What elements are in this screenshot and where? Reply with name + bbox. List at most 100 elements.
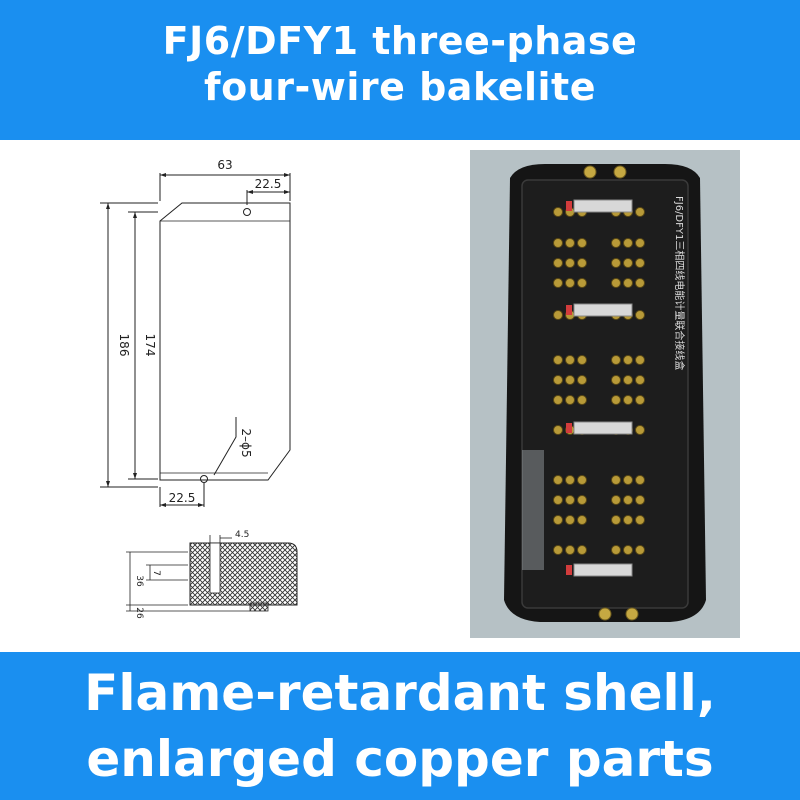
terminal-screw bbox=[553, 207, 563, 217]
terminal-screw bbox=[577, 515, 587, 525]
terminal-screw bbox=[635, 207, 645, 217]
dim-hole-label: 2–ϕ5 bbox=[239, 428, 253, 457]
terminal-screw bbox=[611, 475, 621, 485]
terminal-screw bbox=[565, 258, 575, 268]
terminal-screw bbox=[623, 395, 633, 405]
terminal-screw bbox=[623, 258, 633, 268]
product-photo: FJ6/DFY1三相四线电能计量联合接线盒 bbox=[470, 150, 740, 638]
top-banner bbox=[0, 0, 800, 140]
terminal-screw bbox=[635, 258, 645, 268]
terminal-screw bbox=[553, 310, 563, 320]
link-bar bbox=[573, 563, 633, 577]
link-bar bbox=[573, 199, 633, 213]
terminal-screw bbox=[553, 375, 563, 385]
terminal-screw bbox=[611, 515, 621, 525]
terminal-screw bbox=[577, 375, 587, 385]
page-title: FJ6/DFY1 three-phase four-wire bakelite bbox=[0, 18, 800, 110]
terminal-screw bbox=[635, 515, 645, 525]
terminal-screw bbox=[553, 425, 563, 435]
dim-section-36-label: 36 bbox=[134, 575, 144, 587]
dim-outer-height-label: 186 bbox=[117, 334, 131, 357]
terminal-screw bbox=[623, 355, 633, 365]
terminal-screw bbox=[577, 495, 587, 505]
terminal-screw bbox=[553, 545, 563, 555]
terminal-screw bbox=[635, 238, 645, 248]
terminal-screw bbox=[565, 278, 575, 288]
terminal-screw bbox=[611, 355, 621, 365]
terminal-screw bbox=[553, 278, 563, 288]
feature-caption: Flame-retardant shell, enlarged copper p… bbox=[0, 660, 800, 792]
terminal-screw bbox=[565, 515, 575, 525]
terminal-screw bbox=[553, 355, 563, 365]
terminal-screw bbox=[611, 238, 621, 248]
terminal-screw bbox=[611, 495, 621, 505]
dim-section-7-label: 7 bbox=[151, 570, 161, 576]
terminal-screw bbox=[565, 475, 575, 485]
dim-top-offset-label: 22.5 bbox=[255, 177, 282, 191]
dim-bottom-offset-label: 22.5 bbox=[169, 491, 196, 505]
terminal-screw bbox=[565, 395, 575, 405]
mount-hole-top bbox=[243, 208, 251, 216]
terminal-screw bbox=[565, 375, 575, 385]
terminal-screw bbox=[553, 515, 563, 525]
title-line-2: four-wire bakelite bbox=[204, 65, 596, 109]
terminal-screw bbox=[553, 238, 563, 248]
red-tag bbox=[566, 201, 572, 211]
terminal-screw bbox=[635, 310, 645, 320]
bottom-banner bbox=[0, 652, 800, 800]
caption-line-1: Flame-retardant shell, bbox=[84, 664, 716, 722]
terminal-screw bbox=[623, 515, 633, 525]
terminal-screw bbox=[577, 238, 587, 248]
terminal-screw bbox=[611, 545, 621, 555]
terminal-screw bbox=[553, 495, 563, 505]
dim-inner-height-label: 174 bbox=[143, 334, 157, 357]
terminal-screw bbox=[611, 395, 621, 405]
terminal-screw bbox=[565, 495, 575, 505]
terminal-screw bbox=[623, 278, 633, 288]
terminal-screw bbox=[577, 545, 587, 555]
terminal-screw bbox=[577, 258, 587, 268]
box-outline bbox=[159, 202, 291, 481]
terminal-screw bbox=[623, 495, 633, 505]
link-bar bbox=[573, 303, 633, 317]
terminal-rows bbox=[553, 199, 645, 577]
terminal-screw bbox=[635, 545, 645, 555]
dimension-drawing: 63 22.5 186 174 2–ϕ5 22.5 bbox=[100, 158, 298, 619]
terminal-screw bbox=[565, 545, 575, 555]
red-tag bbox=[566, 305, 572, 315]
terminal-screw bbox=[635, 375, 645, 385]
terminal-screw bbox=[635, 278, 645, 288]
title-line-1: FJ6/DFY1 three-phase bbox=[162, 19, 638, 63]
dim-width-label: 63 bbox=[217, 158, 232, 172]
terminal-screw bbox=[577, 395, 587, 405]
terminal-screw bbox=[623, 545, 633, 555]
terminal-screw bbox=[553, 258, 563, 268]
cross-section bbox=[126, 535, 298, 612]
terminal-screw bbox=[553, 475, 563, 485]
terminal-screw bbox=[611, 375, 621, 385]
dim-section-26-label: 26 bbox=[134, 607, 144, 619]
terminal-screw bbox=[577, 475, 587, 485]
red-tag bbox=[566, 423, 572, 433]
link-bar bbox=[573, 421, 633, 435]
terminal-screw bbox=[623, 475, 633, 485]
red-tag bbox=[566, 565, 572, 575]
mount-hole-bottom bbox=[200, 475, 208, 483]
terminal-screw bbox=[611, 258, 621, 268]
terminal-screw bbox=[565, 238, 575, 248]
terminal-screw bbox=[577, 278, 587, 288]
terminal-screw bbox=[635, 425, 645, 435]
terminal-screw bbox=[577, 355, 587, 365]
terminal-screw bbox=[635, 475, 645, 485]
terminal-screw bbox=[635, 395, 645, 405]
terminal-screw bbox=[623, 375, 633, 385]
terminal-screw bbox=[635, 495, 645, 505]
terminal-screw bbox=[611, 278, 621, 288]
terminal-screw bbox=[635, 355, 645, 365]
caption-line-2: enlarged copper parts bbox=[86, 730, 714, 788]
terminal-screw bbox=[565, 355, 575, 365]
side-label-text: FJ6/DFY1三相四线电能计量联合接线盒 bbox=[673, 196, 686, 370]
terminal-screw bbox=[553, 395, 563, 405]
terminal-screw bbox=[623, 238, 633, 248]
